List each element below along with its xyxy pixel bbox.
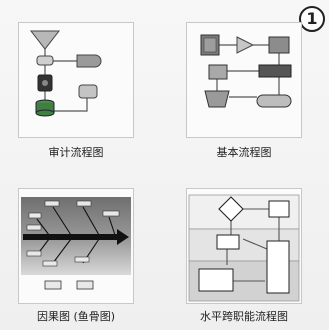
- template-label-basic-flowchart[interactable]: 基本流程图: [216, 146, 272, 159]
- audit-flowchart-preview: [19, 23, 133, 137]
- step-number-badge: 1: [299, 6, 325, 32]
- template-tile-fishbone-diagram[interactable]: 因果图 (鱼骨图): [18, 188, 134, 323]
- audit-flowchart-thumbnail[interactable]: [18, 22, 134, 138]
- template-tile-basic-flowchart[interactable]: 基本流程图: [186, 22, 302, 159]
- cross-functional-flowchart-thumbnail[interactable]: [186, 188, 302, 304]
- fishbone-diagram-thumbnail[interactable]: [18, 188, 134, 304]
- template-label-fishbone-diagram[interactable]: 因果图 (鱼骨图): [36, 310, 116, 323]
- template-label-cross-functional-flowchart[interactable]: 水平跨职能流程图: [200, 310, 288, 323]
- fishbone-diagram-preview: [19, 189, 133, 303]
- template-tile-audit-flowchart[interactable]: 审计流程图: [18, 22, 134, 159]
- template-label-audit-flowchart[interactable]: 审计流程图: [48, 146, 104, 159]
- template-tile-cross-functional-flowchart[interactable]: 水平跨职能流程图: [186, 188, 302, 323]
- cross-functional-flowchart-preview: [187, 189, 301, 303]
- basic-flowchart-preview: [187, 23, 301, 137]
- basic-flowchart-thumbnail[interactable]: [186, 22, 302, 138]
